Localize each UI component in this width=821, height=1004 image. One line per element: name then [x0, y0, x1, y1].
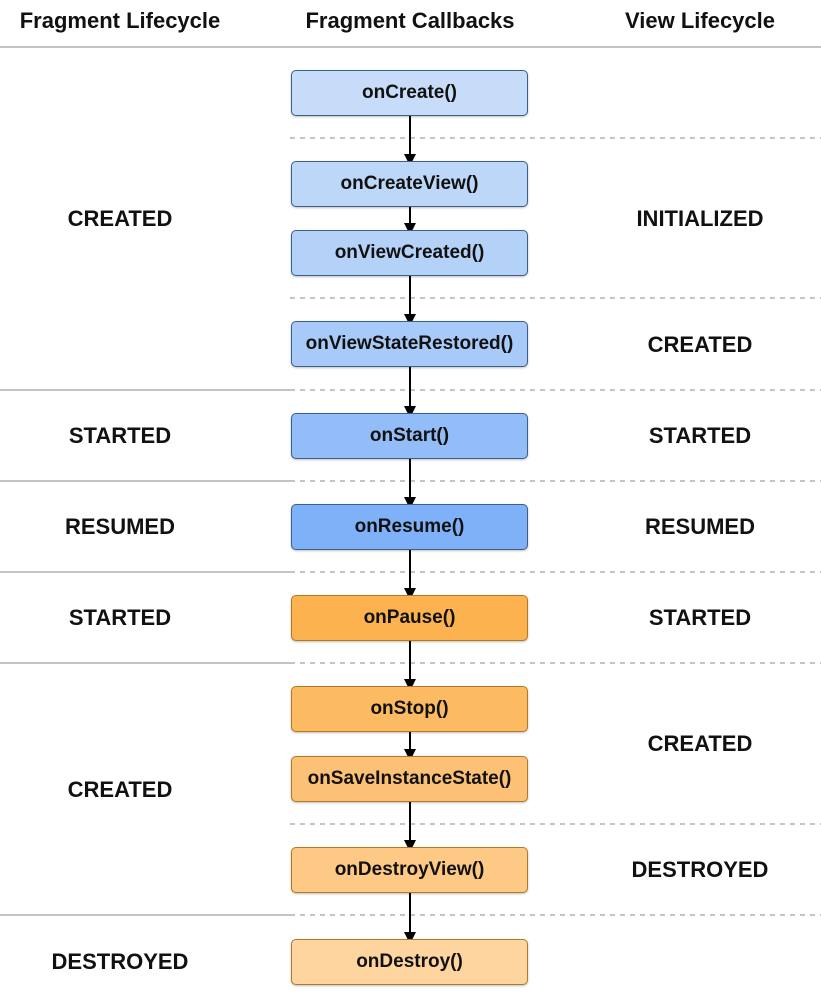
callback-label: onSaveInstanceState()	[307, 768, 512, 789]
fragment-state-started: STARTED	[68, 423, 172, 448]
fragment-callbacks-header: Fragment Callbacks	[305, 8, 515, 33]
callback-label: onViewStateRestored()	[305, 333, 514, 354]
callback-onstart: onStart()	[291, 413, 528, 459]
callback-label: onPause()	[363, 607, 456, 628]
callback-onpause: onPause()	[291, 595, 528, 641]
callback-onsaveinstancestate: onSaveInstanceState()	[291, 756, 528, 802]
view-state-started: STARTED	[648, 423, 752, 448]
view-state-started-2: STARTED	[648, 605, 752, 630]
callback-label: onDestroy()	[356, 951, 463, 972]
callback-label: onStop()	[370, 698, 449, 719]
callback-oncreate: onCreate()	[291, 70, 528, 116]
callback-onviewstaterestored: onViewStateRestored()	[291, 321, 528, 367]
view-lifecycle-header: View Lifecycle	[624, 8, 775, 33]
callback-onresume: onResume()	[291, 504, 528, 550]
view-state-destroyed: DESTROYED	[631, 857, 769, 882]
callback-label: onCreateView()	[340, 173, 479, 194]
fragment-lifecycle-header: Fragment Lifecycle	[19, 8, 221, 33]
callback-label: onStart()	[369, 425, 450, 446]
callback-label: onViewCreated()	[334, 242, 485, 263]
callback-label: onResume()	[354, 516, 465, 537]
fragment-state-created-2: CREATED	[67, 777, 173, 802]
fragment-state-destroyed: DESTROYED	[51, 949, 189, 974]
callback-oncreateview: onCreateView()	[291, 161, 528, 207]
view-state-created: CREATED	[647, 332, 753, 357]
callback-ondestroy: onDestroy()	[291, 939, 528, 985]
callback-ondestroyview: onDestroyView()	[291, 847, 528, 893]
callback-label: onDestroyView()	[334, 859, 485, 880]
callback-onviewcreated: onViewCreated()	[291, 230, 528, 276]
fragment-state-resumed: RESUMED	[64, 514, 175, 539]
view-state-created-2: CREATED	[647, 731, 753, 756]
fragment-state-started-2: STARTED	[68, 605, 172, 630]
fragment-state-created: CREATED	[67, 206, 173, 231]
view-state-initialized: INITIALIZED	[636, 206, 764, 231]
callback-onstop: onStop()	[291, 686, 528, 732]
callback-label: onCreate()	[361, 82, 457, 103]
view-state-resumed: RESUMED	[644, 514, 755, 539]
